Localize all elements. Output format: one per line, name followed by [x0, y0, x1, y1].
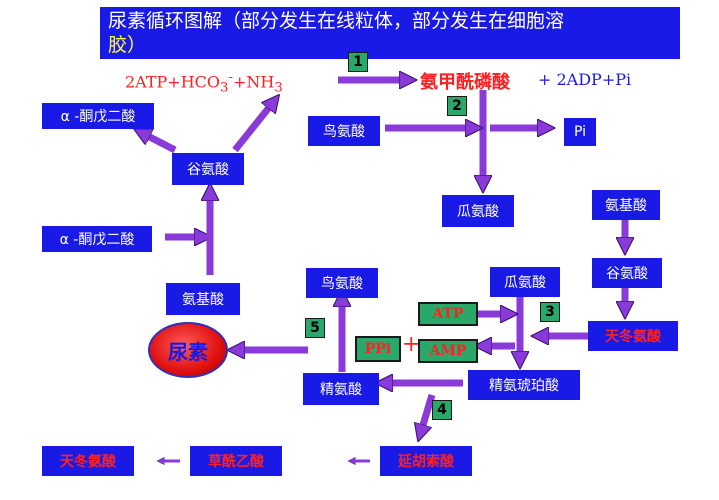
nh3-subscript: 3	[274, 80, 283, 96]
box-ornithine-top: 鸟氨酸	[308, 116, 380, 146]
step-4-label: 4	[432, 400, 452, 420]
arrow-glu-to-nh3	[232, 100, 275, 153]
box-oxaloacetate: 草酰乙酸	[190, 446, 282, 476]
carbamoyl-phosphate: 氨甲酰磷酸	[420, 72, 510, 93]
title-line1: 尿素循环图解（部分发生在线粒体，部分发生在细胞溶	[108, 10, 565, 32]
hco3-subscript: 3	[220, 80, 229, 96]
urea-ellipse: 尿素	[148, 322, 228, 378]
box-fumarate: 延胡索酸	[380, 446, 472, 476]
box-atp: ATP	[418, 302, 478, 326]
equation-reactants: 2ATP+HCO3-+NH3	[125, 70, 283, 96]
box-amp: AMP	[418, 339, 478, 363]
step-1-label: 1	[348, 52, 368, 72]
box-pi: Pi	[564, 118, 596, 146]
box-arginine: 精氨酸	[303, 373, 379, 405]
equation-byproducts: + 2ADP+Pi	[538, 70, 632, 89]
hco3-charge: -	[228, 70, 234, 85]
step-5-label: 5	[305, 318, 325, 338]
nh3-text: +NH	[233, 72, 275, 92]
reactants-text: 2ATP+HCO	[125, 72, 221, 92]
box-amino-acid-right: 氨基酸	[592, 190, 660, 220]
step-2-label: 2	[447, 96, 467, 116]
title-line2: 胶）	[108, 34, 147, 56]
box-citrulline-top: 瓜氨酸	[442, 195, 514, 227]
arrow-glu-to-akg	[140, 132, 177, 154]
box-citrulline-mid: 瓜氨酸	[490, 267, 560, 297]
box-alpha-ketoglutarate-mid: α -酮戊二酸	[42, 226, 152, 252]
plus-sign: +	[402, 332, 421, 357]
box-alpha-ketoglutarate-top: α -酮戊二酸	[42, 103, 154, 129]
box-glutamate-right: 谷氨酸	[592, 258, 662, 288]
box-aspartate-bottom: 天冬氨酸	[42, 446, 134, 476]
box-aspartate-right: 天冬氨酸	[588, 321, 678, 351]
box-argininosuccinate: 精氨琥珀酸	[468, 370, 580, 400]
box-ornithine-mid: 鸟氨酸	[306, 268, 378, 298]
page-title: 尿素循环图解（部分发生在线粒体，部分发生在细胞溶 胶）	[100, 7, 680, 59]
step-3-label: 3	[540, 302, 560, 322]
box-glutamate-top: 谷氨酸	[172, 153, 244, 185]
box-amino-acid-left: 氨基酸	[166, 283, 240, 315]
urea-label: 尿素	[168, 339, 208, 364]
arrow-as-to-fum	[420, 393, 436, 435]
box-ppi: PPi	[355, 336, 401, 362]
